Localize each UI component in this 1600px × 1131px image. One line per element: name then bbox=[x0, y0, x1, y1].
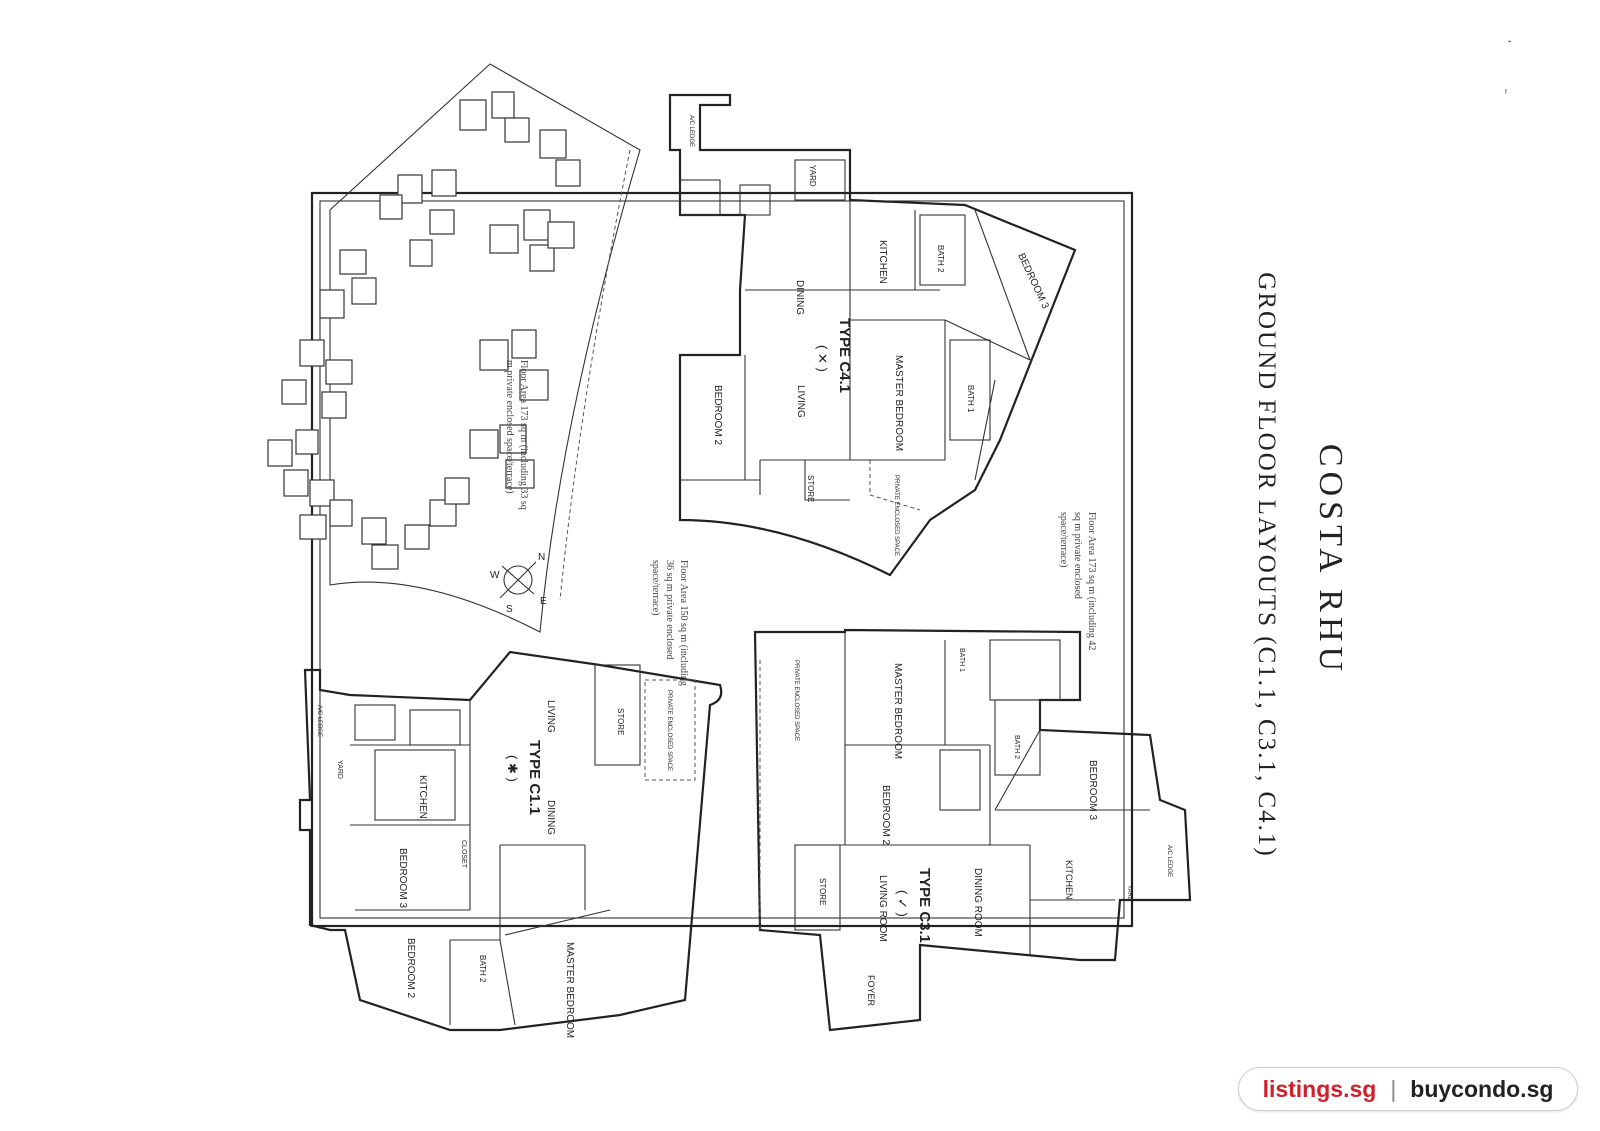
c31-master: MASTER BEDROOM bbox=[892, 663, 903, 759]
unit-c11: LIVING TYPE C1.1 ( ✱ ) DINING KITCHEN BE… bbox=[298, 650, 723, 1038]
c11-yard: YARD bbox=[336, 760, 343, 779]
compass-w: W bbox=[490, 570, 500, 581]
brand-listings[interactable]: listings.sg bbox=[1262, 1075, 1377, 1102]
c31-yard: YARD bbox=[1126, 885, 1132, 902]
c31-foyer: FOYER bbox=[866, 975, 876, 1007]
unit-c41: KITCHEN DINING TYPE C4.1 ( ✕ ) LIVING MA… bbox=[668, 93, 1077, 577]
c11-master: MASTER BEDROOM bbox=[564, 942, 575, 1038]
watermark-badge: listings.sg | buycondo.sg bbox=[1238, 1067, 1578, 1111]
c11-store: STORE bbox=[616, 708, 625, 735]
c31-kitchen: KITCHEN bbox=[1064, 860, 1074, 900]
page-title: COSTA RHU bbox=[1312, 443, 1349, 677]
c31-bedroom3: BEDROOM 3 bbox=[1087, 760, 1098, 820]
c41-dining: DINING bbox=[794, 280, 805, 315]
c11-ac: A/C LEDGE bbox=[316, 705, 322, 737]
c41-store: STORE bbox=[806, 475, 815, 502]
c41-pes: PRIVATE ENCLOSED SPACE bbox=[893, 475, 899, 556]
c31-type-label: TYPE C3.1 bbox=[916, 868, 933, 943]
site-plan: N E S W bbox=[267, 63, 641, 633]
brand-buycondo[interactable]: buycondo.sg bbox=[1410, 1075, 1554, 1102]
c11-kitchen: KITCHEN bbox=[417, 775, 428, 819]
c41-bedroom2: BEDROOM 2 bbox=[712, 385, 723, 445]
c11-closet: CLOSET bbox=[460, 840, 467, 869]
c31-bath1: BATH 1 bbox=[958, 648, 965, 672]
c31-living: LIVING ROOM bbox=[877, 875, 888, 942]
c11-marker: ( ✱ ) bbox=[505, 755, 520, 782]
c41-type-label: TYPE C4.1 bbox=[836, 318, 853, 393]
c31-store: STORE bbox=[818, 878, 827, 905]
c41-bath2: BATH 2 bbox=[936, 245, 945, 273]
compass: N E S W bbox=[490, 552, 547, 615]
page-subtitle: GROUND FLOOR LAYOUTS (C1.1, C3.1, C4.1) bbox=[1253, 272, 1280, 858]
c31-area-note: Floor Area 173 sq m (including 42 sq m p… bbox=[1058, 512, 1097, 651]
c41-area-note: Floor Area 173 sq m (including 33 sq m p… bbox=[504, 360, 529, 510]
c11-bedroom3: BEDROOM 3 bbox=[397, 848, 408, 908]
corner-mark: ˇ bbox=[1508, 39, 1512, 51]
compass-s: S bbox=[506, 604, 513, 615]
c41-bedroom3: BEDROOM 3 bbox=[1015, 252, 1051, 311]
c41-ac: A/C LEDGE bbox=[688, 115, 694, 147]
c41-bath1: BATH 1 bbox=[966, 385, 975, 413]
c11-type-label: TYPE C1.1 bbox=[526, 740, 543, 815]
c31-ac: A/C LEDGE bbox=[1166, 845, 1172, 877]
c31-pes: PRIVATE ENCLOSED SPACE bbox=[793, 660, 799, 741]
c41-master: MASTER BEDROOM bbox=[893, 355, 904, 451]
c31-marker: ( ✓ ) bbox=[895, 890, 910, 917]
corner-mark-2: ʳ bbox=[1505, 88, 1508, 99]
c41-marker: ( ✕ ) bbox=[815, 345, 830, 372]
site-boundary bbox=[310, 191, 1134, 928]
c41-living: LIVING bbox=[795, 385, 806, 418]
c41-kitchen: KITCHEN bbox=[877, 240, 888, 284]
brand-separator: | bbox=[1390, 1075, 1397, 1102]
c11-bedroom2: BEDROOM 2 bbox=[405, 938, 416, 998]
compass-n: N bbox=[538, 552, 545, 563]
c11-area-note: Floor Area 150 sq m (including 36 sq m p… bbox=[650, 560, 689, 686]
c41-yard: YARD bbox=[808, 165, 817, 187]
c31-bedroom2: BEDROOM 2 bbox=[880, 785, 891, 845]
c11-dining: DINING bbox=[545, 800, 556, 835]
c31-bath2: BATH 2 bbox=[1013, 735, 1020, 759]
site-buildings bbox=[267, 91, 581, 570]
c11-bath: BATH 2 bbox=[478, 955, 487, 983]
c31-dining: DINING ROOM bbox=[972, 868, 983, 937]
c11-living: LIVING bbox=[545, 700, 556, 733]
c11-pes: PRIVATE ENCLOSED SPACE bbox=[666, 690, 672, 771]
compass-e: E bbox=[540, 596, 547, 607]
unit-c31: MASTER BEDROOM BEDROOM 2 BEDROOM 3 DININ… bbox=[753, 628, 1192, 1032]
